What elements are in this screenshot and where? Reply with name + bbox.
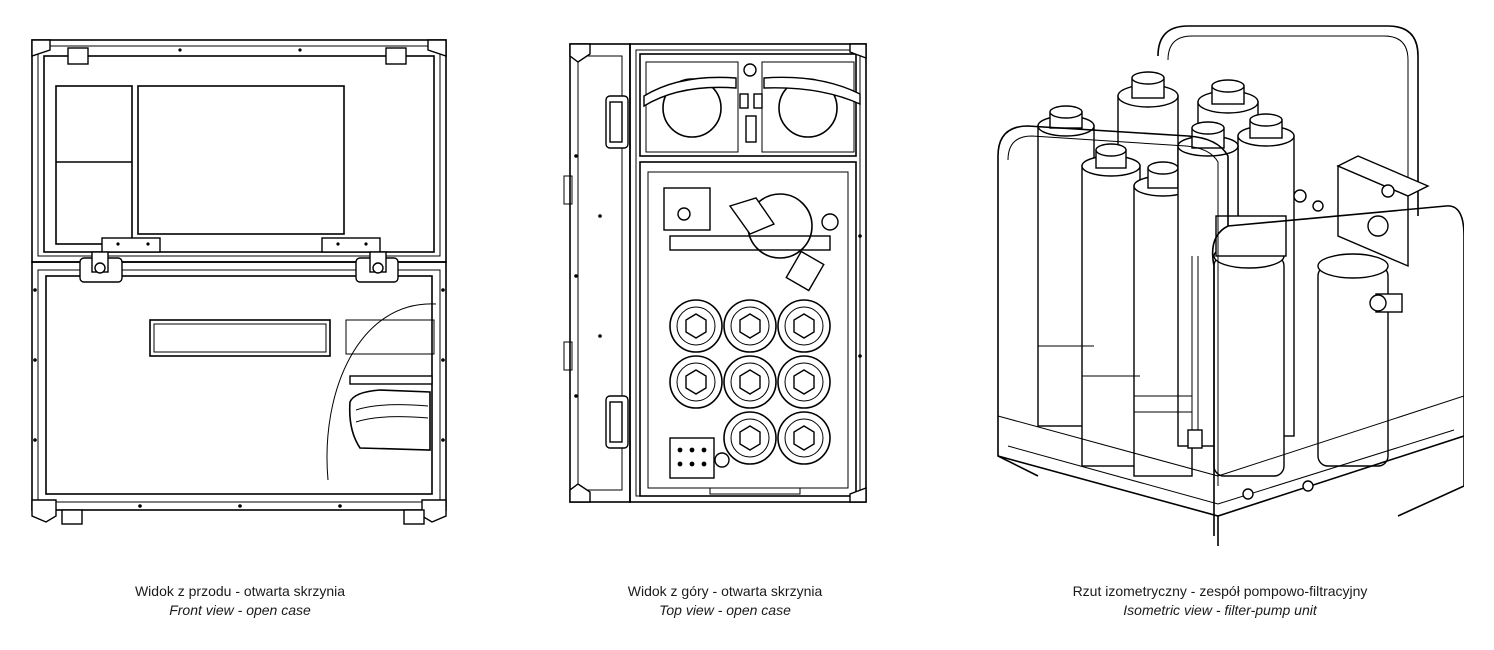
isometric-view-caption: Rzut izometryczny - zespół pompowo-filtr… xyxy=(1000,582,1440,620)
front-view-caption-en: Front view - open case xyxy=(169,602,311,618)
top-view-caption: Widok z góry - otwarta skrzynia Top view… xyxy=(545,582,905,620)
front-view-drawing xyxy=(20,30,460,530)
isometric-view-caption-en: Isometric view - filter-pump unit xyxy=(1123,602,1317,618)
top-view-drawing xyxy=(560,36,890,512)
top-view-caption-pl: Widok z góry - otwarta skrzynia xyxy=(627,583,823,599)
isometric-view-drawing xyxy=(978,16,1464,560)
isometric-view-caption-pl: Rzut izometryczny - zespół pompowo-filtr… xyxy=(1072,583,1368,599)
front-view-caption-pl: Widok z przodu - otwarta skrzynia xyxy=(134,583,346,599)
top-view-caption-en: Top view - open case xyxy=(659,602,791,618)
front-view-caption: Widok z przodu - otwarta skrzynia Front … xyxy=(60,582,420,620)
